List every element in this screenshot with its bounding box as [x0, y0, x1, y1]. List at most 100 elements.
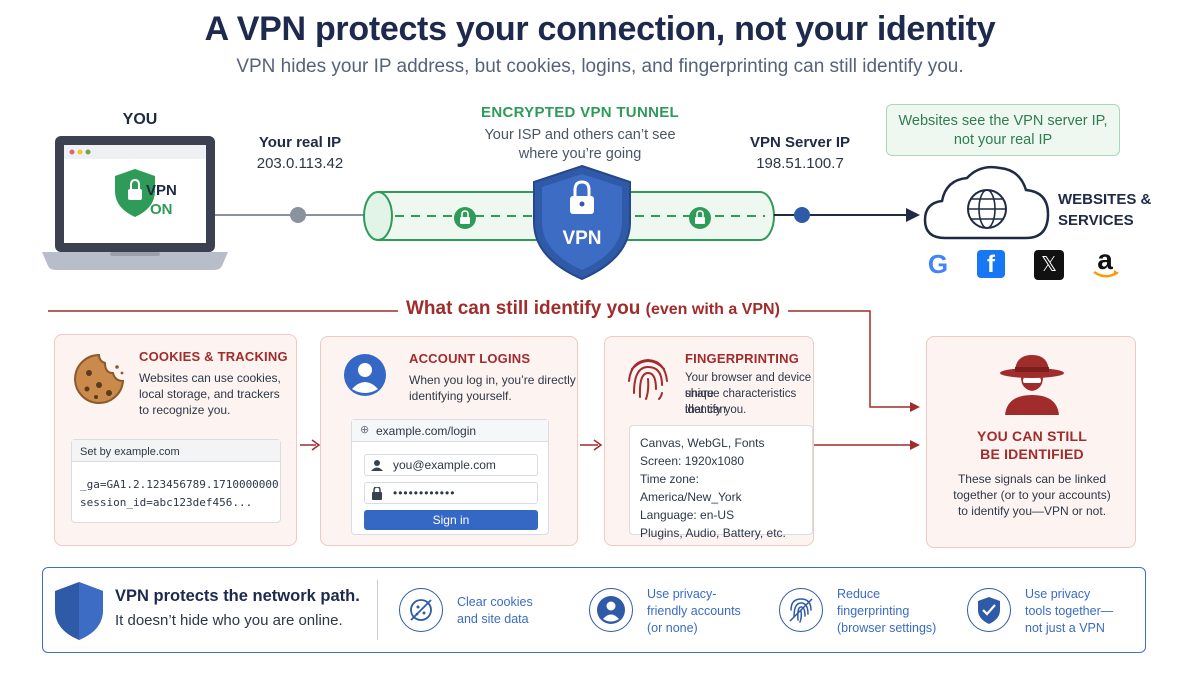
cookies-text-line1: Websites can use cookies,: [139, 371, 281, 385]
x-logo: 𝕏: [1034, 250, 1064, 280]
fp-item-4: Plugins, Audio, Battery, etc.: [640, 526, 786, 540]
shield-icon: [55, 582, 103, 640]
sign-in-button[interactable]: Sign in: [364, 510, 538, 530]
tip-reduce-fingerprinting: Reduce fingerprinting (browser settings): [837, 586, 936, 637]
tip-2-line2: friendly accounts: [647, 604, 741, 618]
vpn-status: ON: [150, 201, 173, 218]
identified-card: YOU CAN STILL BE IDENTIFIED These signal…: [926, 336, 1136, 548]
callout-line2: not your real IP: [953, 132, 1053, 148]
cookie-box-header: Set by example.com: [72, 440, 280, 462]
real-ip-value: 203.0.113.42: [256, 155, 344, 172]
bottom-main-text: VPN protects the network path.: [115, 587, 360, 605]
websites-see-callout: Websites see the VPN server IP, not your…: [886, 104, 1120, 156]
identified-title: YOU CAN STILL BE IDENTIFIED: [927, 427, 1137, 463]
fp-item-0: Canvas, WebGL, Fonts: [640, 436, 765, 450]
fingerprint-small-icon: [779, 588, 823, 632]
tip-clear-cookies: Clear cookies and site data: [457, 594, 533, 628]
identified-title-line1: YOU CAN STILL: [977, 428, 1087, 444]
server-ip-value: 198.51.100.7: [756, 155, 844, 172]
page-subtitle: VPN hides your IP address, but cookies, …: [236, 56, 964, 77]
connection-diagram: [42, 136, 1050, 281]
tunnel-desc-line1: Your ISP and others can’t see: [484, 127, 676, 143]
identified-text-line3: to identify you—VPN or not.: [957, 504, 1107, 518]
bottom-summary-bar: VPN protects the network path. It doesn’…: [42, 567, 1146, 653]
fingerprinting-title: FINGERPRINTING: [685, 351, 800, 366]
fp-details-box: Canvas, WebGL, Fonts Screen: 1920x1080 T…: [629, 425, 813, 540]
password-field[interactable]: ••••••••••••: [364, 482, 538, 504]
identify-connectors: [48, 310, 920, 451]
identified-text-line2: together (or to your accounts): [953, 488, 1111, 502]
globe-small-icon: ⊕: [360, 424, 370, 436]
fp-text-line2: unique characteristics that can: [685, 388, 797, 416]
login-url: example.com/login: [376, 424, 477, 438]
identify-heading-paren: (even with a VPN): [645, 301, 780, 318]
email-value: you@example.com: [393, 458, 496, 472]
shield-vpn-label: VPN: [562, 228, 602, 249]
websites-label-line1: WEBSITES &: [1058, 191, 1152, 208]
cookie-value-line1: _ga=GA1.2.123456789.1710000000: [80, 478, 279, 491]
identify-heading: What can still identify you (even with a…: [398, 298, 788, 320]
callout-line1: Websites see the VPN server IP,: [898, 113, 1108, 129]
logins-card: ACCOUNT LOGINS When you log in, you’re d…: [320, 336, 578, 546]
amazon-smile-icon: [1093, 270, 1119, 278]
identified-text-line1: These signals can be linked: [957, 472, 1107, 486]
laptop-icon: [42, 136, 228, 270]
websites-label-line2: SERVICES: [1058, 212, 1134, 229]
cookies-text-line2: local storage, and trackers: [139, 387, 280, 401]
url-bar: ⊕ example.com/login: [352, 420, 548, 442]
fp-text-line3: identify you.: [685, 404, 747, 416]
vpn-on-shield-icon: [115, 169, 155, 217]
cookies-title: COOKIES & TRACKING: [139, 349, 288, 364]
tip-privacy-accounts: Use privacy- friendly accounts (or none): [647, 586, 741, 637]
cookie-icon: [74, 353, 125, 404]
cookies-card: COOKIES & TRACKING Websites can use cook…: [54, 334, 297, 546]
bottom-sub-text: It doesn’t hide who you are online.: [115, 612, 343, 629]
tunnel-desc-line2: where you’re going: [518, 146, 642, 162]
hacker-icon: [1000, 355, 1064, 415]
tip-4-line1: Use privacy: [1025, 587, 1091, 601]
cookie-value-line2: session_id=abc123def456...: [80, 496, 253, 509]
websites-label: WEBSITES & SERVICES: [1058, 189, 1151, 231]
no-cookie-icon: [399, 588, 443, 632]
you-label: YOU: [122, 111, 158, 128]
tip-3-line2: fingerprinting: [837, 604, 910, 618]
fp-text-line1: Your browser and device share: [685, 372, 812, 400]
server-ip-label: VPN Server IP: [749, 134, 851, 151]
lock-small-icon: [372, 487, 382, 500]
tip-2-line3: (or none): [647, 621, 698, 635]
fingerprint-icon: [628, 358, 668, 400]
page-title: A VPN protects your connection, not your…: [204, 10, 996, 48]
logins-text-line2: identifying yourself.: [409, 389, 512, 403]
vpn-label: VPN: [146, 182, 177, 199]
cloud-globe-icon: [923, 165, 1050, 240]
password-value: ••••••••••••: [393, 486, 456, 500]
logins-text-line1: When you log in, you’re directly: [409, 373, 576, 387]
user-avatar-icon: [344, 354, 386, 396]
fp-item-1: Screen: 1920x1080: [640, 454, 745, 468]
vpn-server-node: [794, 207, 810, 223]
tunnel-title: ENCRYPTED VPN TUNNEL: [481, 104, 679, 121]
identified-title-line2: BE IDENTIFIED: [980, 446, 1084, 462]
cookie-box: Set by example.com _ga=GA1.2.123456789.1…: [71, 439, 281, 523]
google-logo: G: [927, 249, 949, 279]
email-field[interactable]: you@example.com: [364, 454, 538, 476]
shield-check-icon: [967, 588, 1011, 632]
arrow-right-icon: [906, 208, 920, 222]
fp-item-3: Language: en-US: [640, 508, 735, 522]
real-ip-node: [290, 207, 306, 223]
real-ip-label: Your real IP: [258, 134, 342, 151]
tip-privacy-tools: Use privacy tools together— not just a V…: [1025, 586, 1113, 637]
tip-3-line1: Reduce: [837, 587, 881, 601]
tip-4-line2: tools together—: [1025, 604, 1114, 618]
identify-heading-main: What can still identify you: [406, 298, 641, 319]
user-circle-icon: [589, 588, 633, 632]
fp-item-2: Time zone: America/New_York: [640, 472, 742, 504]
identified-text: These signals can be linked together (or…: [927, 471, 1137, 519]
amazon-logo: a: [1097, 244, 1113, 275]
tip-1-line1: Clear cookies: [457, 595, 533, 609]
login-form: ⊕ example.com/login you@example.com ••••…: [351, 419, 549, 535]
tip-1-line2: and site data: [457, 612, 529, 626]
tip-2-line1: Use privacy-: [647, 587, 717, 601]
divider: [377, 580, 378, 640]
logins-title: ACCOUNT LOGINS: [409, 351, 531, 366]
